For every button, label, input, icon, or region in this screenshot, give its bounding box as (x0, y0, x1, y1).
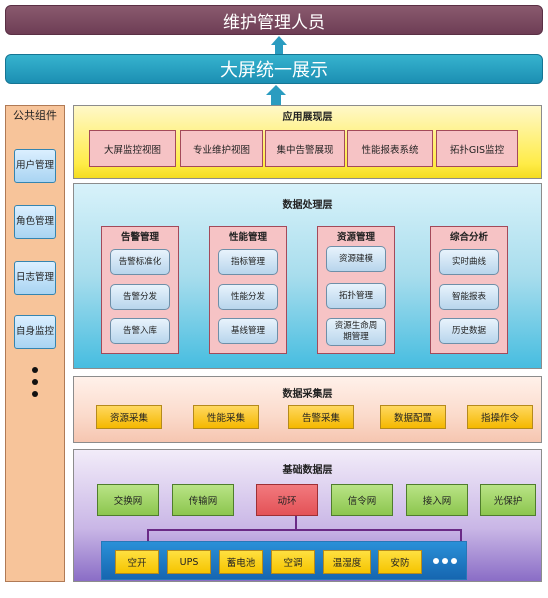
ellipsis-dot-icon (32, 367, 38, 373)
sub-item: 指标管理 (218, 249, 278, 275)
env-item: 空调 (271, 550, 315, 574)
collection-item: 性能采集 (193, 405, 259, 429)
base-item: 传输网 (172, 484, 234, 516)
app-item-alarm-display: 集中告警展现 (265, 130, 345, 167)
env-item: UPS (167, 550, 211, 574)
arrow-stem (271, 95, 281, 105)
collection-item: 数据配置 (380, 405, 446, 429)
connector-line (147, 529, 149, 542)
sub-item: 历史数据 (439, 318, 499, 344)
app-item-performance-report: 性能报表系统 (347, 130, 433, 167)
arrow-stem (275, 45, 283, 54)
processing-layer-title: 数据处理层 (282, 199, 333, 211)
base-item: 信令网 (331, 484, 393, 516)
app-item-professional-view: 专业维护视图 (180, 130, 263, 167)
env-item: 安防 (378, 550, 422, 574)
maintainers-label: 维护管理人员 (223, 12, 325, 33)
base-item: 接入网 (406, 484, 468, 516)
collection-item: 告警采集 (288, 405, 354, 429)
arrow-up-icon (271, 36, 287, 45)
sub-item: 资源生命周期管理 (326, 318, 386, 346)
sub-item: 拓扑管理 (326, 283, 386, 309)
app-item-big-screen-view: 大屏监控视图 (89, 130, 176, 167)
arrow-up-icon (266, 85, 286, 95)
ellipsis-dot-icon (433, 558, 439, 564)
big-screen-label: 大屏统一展示 (220, 60, 328, 81)
common-item-self-monitoring: 自身监控 (14, 315, 56, 349)
sub-item: 基线管理 (218, 318, 278, 344)
ellipsis-dot-icon (442, 558, 448, 564)
base-item: 光保护 (480, 484, 536, 516)
sub-item: 性能分发 (218, 284, 278, 310)
base-layer-title: 基础数据层 (282, 464, 333, 476)
collection-item: 资源采集 (96, 405, 162, 429)
ellipsis-dot-icon (32, 391, 38, 397)
common-item-user-management: 用户管理 (14, 149, 56, 183)
sub-item: 智能报表 (439, 284, 499, 310)
common-item-role-management: 角色管理 (14, 205, 56, 239)
app-item-topology-gis: 拓扑GIS监控 (436, 130, 518, 167)
base-item-power-environment: 动环 (256, 484, 318, 516)
sub-item: 实时曲线 (439, 249, 499, 275)
env-item: 蓄电池 (219, 550, 263, 574)
base-item: 交换网 (97, 484, 159, 516)
group-title: 综合分析 (449, 232, 488, 243)
sub-item: 告警入库 (110, 318, 170, 344)
collection-item: 指操作令 (467, 405, 533, 429)
big-screen-bar: 大屏统一展示 (5, 54, 543, 84)
group-title: 性能管理 (228, 232, 267, 243)
group-title: 资源管理 (336, 232, 375, 243)
sub-item: 资源建模 (326, 246, 386, 272)
ellipsis-dot-icon (32, 379, 38, 385)
maintainers-bar: 维护管理人员 (5, 5, 543, 35)
connector-line (460, 529, 462, 542)
application-layer-title: 应用展现层 (282, 111, 333, 123)
common-components-title: 公共组件 (13, 109, 57, 122)
common-item-log-management: 日志管理 (14, 261, 56, 295)
collection-layer-title: 数据采集层 (282, 388, 333, 400)
sub-item: 告警分发 (110, 284, 170, 310)
env-item: 空开 (115, 550, 159, 574)
sub-item: 告警标准化 (110, 249, 170, 275)
group-title: 告警管理 (120, 232, 159, 243)
env-item: 温湿度 (323, 550, 371, 574)
ellipsis-dot-icon (451, 558, 457, 564)
connector-line (295, 516, 297, 529)
connector-line (147, 529, 462, 531)
